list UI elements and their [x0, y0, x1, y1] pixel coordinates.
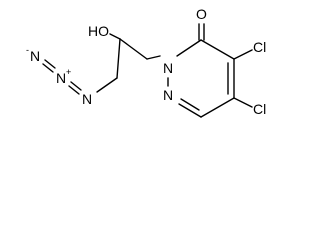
bond-c5-cl: [233, 97, 253, 108]
bond-n1-c3: [176, 39, 202, 57]
bond-c4-cl: [233, 49, 253, 60]
bond-ch2-choh: [119, 38, 148, 60]
atom-label-oxygen: O: [196, 6, 207, 22]
chemical-structure-diagram: O N N Cl Cl HO N N N + -: [26, 6, 266, 118]
atom-label-cl-top: Cl: [253, 39, 266, 55]
pyridazinone-ring: [167, 23, 235, 118]
azide-group: [42, 59, 82, 95]
atom-label-azide-terminal: N: [30, 48, 40, 64]
azide-bond-inner-double: [70, 81, 82, 91]
bond-c6-n2: [178, 103, 202, 118]
azide-bond-outer-double: [44, 59, 56, 69]
atom-label-azide-central: N: [56, 70, 66, 86]
structure-canvas: O N N Cl Cl HO N N N + -: [26, 6, 266, 118]
charge-azide-central: +: [66, 67, 71, 77]
azide-bond-outer: [42, 63, 54, 73]
atom-label-hydroxyl: HO: [88, 23, 109, 39]
bond-ch2-azide: [96, 77, 118, 93]
bond-n1-ch2: [146, 55, 161, 60]
atom-label-cl-bottom: Cl: [253, 101, 266, 117]
atom-label-azide-inner: N: [82, 91, 92, 107]
hydroxypropyl-azide-chain: [96, 33, 161, 93]
atom-label-n1: N: [163, 60, 173, 76]
azide-bond-inner: [68, 85, 80, 95]
bond-c3-c4: [200, 39, 235, 60]
bond-choh-ch2: [116, 38, 121, 79]
charge-azide-terminal: -: [26, 45, 29, 55]
bond-c5-c6: [200, 97, 235, 118]
bond-c6-n2-double: [180, 98, 200, 111]
bond-choh-oh: [109, 33, 121, 40]
atom-label-n2: N: [163, 87, 173, 103]
